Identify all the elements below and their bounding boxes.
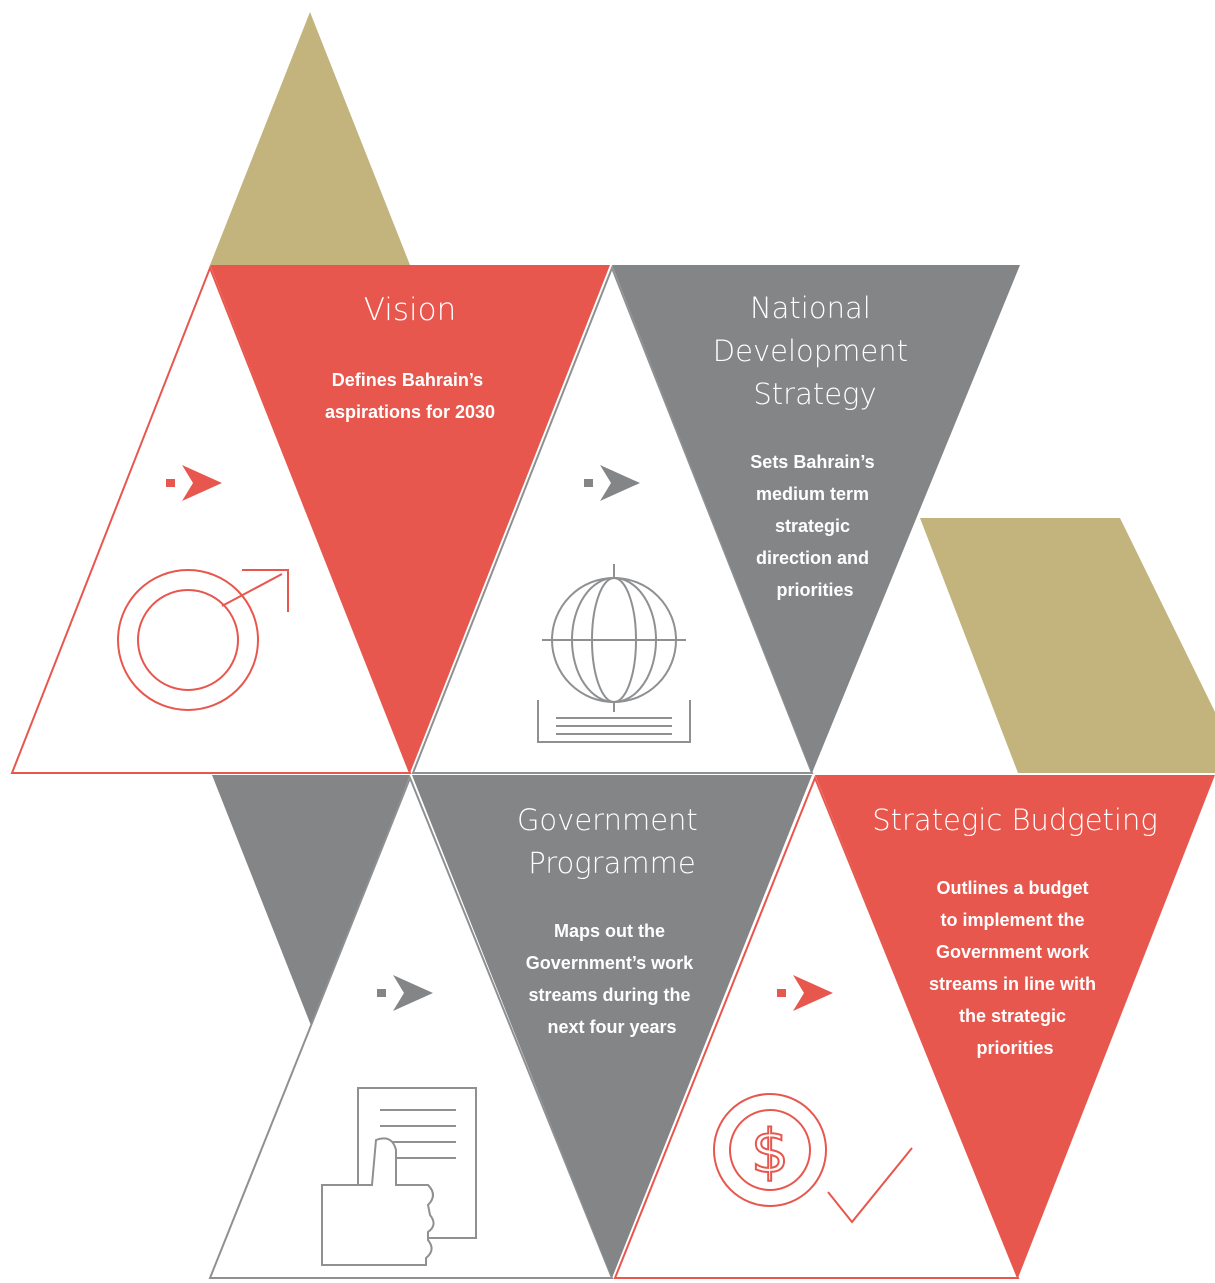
title-line: National — [750, 291, 871, 325]
desc-line: aspirations for 2030 — [325, 402, 495, 422]
desc-line: strategic — [775, 516, 850, 536]
desc-line: priorities — [976, 1038, 1053, 1058]
gp-description: Maps out the Government’s work streams d… — [526, 921, 698, 1037]
nds-outline-triangle — [411, 265, 814, 774]
sb-red-triangle — [815, 775, 1215, 1278]
document-thumbs-up-icon — [321, 1087, 477, 1266]
vision-outline-triangle — [10, 265, 412, 774]
desc-line: Sets Bahrain’s — [750, 452, 874, 472]
desc-line: next four years — [547, 1017, 676, 1037]
desc-line: Government work — [936, 942, 1090, 962]
dollar-coin-checkmark-icon: $ — [713, 1093, 913, 1224]
title-line: Vision — [364, 292, 457, 328]
chevron-arrow-icon — [377, 975, 433, 1011]
desc-line: streams during the — [528, 985, 690, 1005]
gold-right-band — [920, 518, 1215, 773]
title-line: Government — [517, 803, 698, 837]
title-line: Development — [713, 334, 908, 368]
sb-description: Outlines a budget to implement the Gover… — [929, 878, 1101, 1058]
title-line: Strategy — [753, 377, 876, 411]
desc-line: Maps out the — [554, 921, 665, 941]
desc-line: the strategic — [959, 1006, 1066, 1026]
vision-title: Vision — [364, 292, 457, 328]
desc-line: streams in line with — [929, 974, 1096, 994]
title-line: Programme — [528, 846, 695, 880]
grey-left-small-triangle — [212, 775, 410, 1028]
nds-description: Sets Bahrain’s medium term strategic dir… — [750, 452, 879, 600]
globe-on-book-icon — [537, 564, 691, 743]
target-arrow-icon — [117, 569, 289, 711]
chevron-arrow-icon — [777, 975, 833, 1011]
nds-grey-triangle — [612, 265, 1020, 773]
chevron-arrow-icon — [584, 465, 640, 501]
desc-line: Defines Bahrain’s — [332, 370, 483, 390]
vision-description: Defines Bahrain’s aspirations for 2030 — [325, 370, 495, 422]
sb-outline-triangle — [613, 775, 1020, 1279]
desc-line: Government’s work — [526, 953, 694, 973]
desc-line: direction and — [756, 548, 869, 568]
gp-title: Government Programme — [517, 803, 707, 880]
gp-grey-triangle — [412, 775, 812, 1278]
sb-title: Strategic Budgeting — [872, 803, 1158, 837]
desc-line: medium term — [756, 484, 869, 504]
desc-line: Outlines a budget — [936, 878, 1088, 898]
vision-red-triangle — [210, 265, 610, 773]
desc-line: to implement the — [940, 910, 1084, 930]
desc-line: priorities — [776, 580, 853, 600]
gp-outline-triangle — [208, 775, 614, 1279]
chevron-arrow-icon — [166, 465, 222, 501]
title-line: Strategic Budgeting — [872, 803, 1158, 837]
gold-top-triangle — [210, 12, 410, 265]
nds-title: National Development Strategy — [713, 291, 917, 411]
svg-text:$: $ — [751, 1117, 789, 1187]
